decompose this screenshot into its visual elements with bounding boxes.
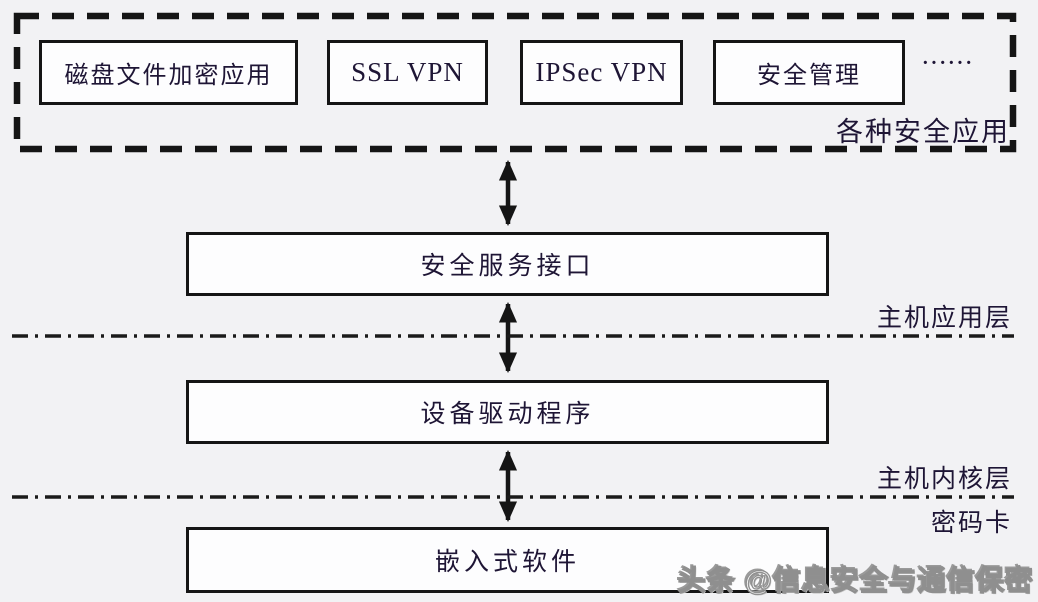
security-service-interface-label: 安全服务接口 [420, 253, 595, 280]
device-driver-label: 设备驱动程序 [420, 401, 595, 428]
host-kernel-layer-label: 主机内核层 [876, 466, 1012, 493]
ipsec-vpn-box: IPSec VPN [520, 40, 683, 105]
crypto-card-label: 密码卡 [930, 510, 1012, 537]
ssl-vpn-label: SSL VPN [351, 57, 464, 87]
security-apps-dashed-frame [13, 12, 1017, 153]
embedded-software-box: 嵌入式软件 [186, 527, 829, 593]
watermark: 头条 @信息安全与通信保密 [677, 564, 1034, 596]
security-management-label: 安全管理 [757, 63, 861, 89]
ipsec-vpn-label: IPSec VPN [535, 57, 668, 87]
embedded-software-label: 嵌入式软件 [434, 549, 580, 576]
device-driver-box: 设备驱动程序 [186, 380, 829, 444]
ssl-vpn-box: SSL VPN [327, 40, 488, 105]
security-service-interface-box: 安全服务接口 [186, 232, 829, 296]
security-apps-group-label: 各种安全应用 [836, 117, 1010, 147]
disk-file-encryption-app-box: 磁盘文件加密应用 [39, 40, 298, 105]
host-application-layer-label: 主机应用层 [876, 305, 1012, 332]
disk-file-encryption-app-label: 磁盘文件加密应用 [64, 63, 273, 89]
more-apps-ellipsis: ······ [922, 52, 975, 74]
security-management-box: 安全管理 [713, 40, 905, 105]
